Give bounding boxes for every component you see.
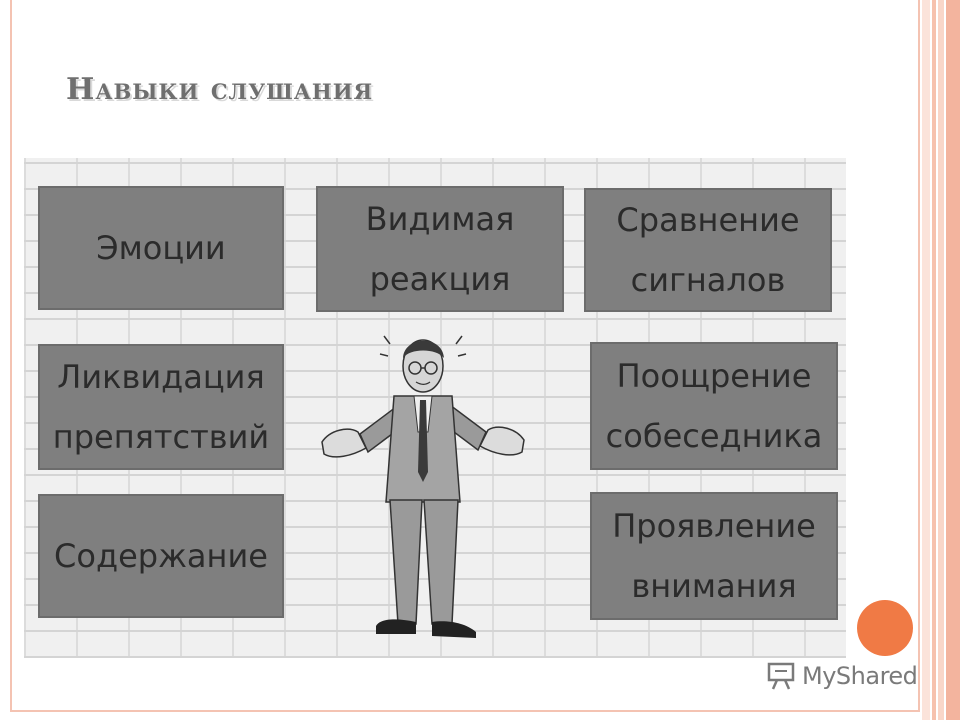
card-emotions: Эмоции <box>38 186 284 310</box>
decor-stripe <box>946 0 960 720</box>
decor-stripe <box>938 0 944 720</box>
card-attention: Проявление внимания <box>590 492 838 620</box>
watermark-logo: MyShared <box>766 656 918 696</box>
card-obstacle-removal: Ликвидация препятствий <box>38 344 284 470</box>
decor-stripe <box>932 0 936 720</box>
slide-frame <box>10 0 920 712</box>
presentation-board-icon <box>767 662 795 690</box>
slide-title: Навыки слушания <box>66 72 374 107</box>
card-signal-comparison: Сравнение сигналов <box>584 188 832 312</box>
shrugging-man-illustration <box>321 335 525 638</box>
card-encouragement: Поощрение собеседника <box>590 342 838 470</box>
slide-frame-bottom <box>10 710 920 712</box>
accent-circle <box>857 600 913 656</box>
watermark-text: MyShared <box>802 662 918 690</box>
decor-stripe <box>922 0 930 720</box>
card-visible-reaction: Видимая реакция <box>316 186 564 312</box>
card-content: Содержание <box>38 494 284 618</box>
